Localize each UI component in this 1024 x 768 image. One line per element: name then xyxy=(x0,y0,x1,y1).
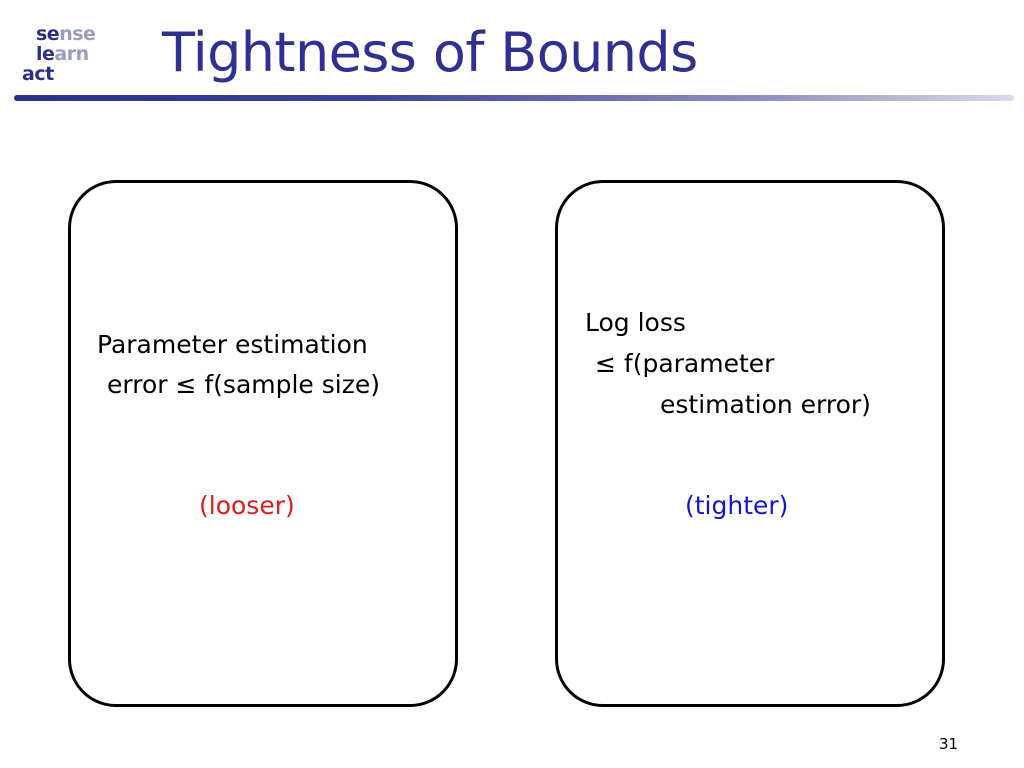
logo-text: arn xyxy=(54,43,89,65)
logo-text: act xyxy=(22,63,54,85)
left-panel xyxy=(68,180,458,707)
logo-text: le xyxy=(36,43,55,65)
right-panel xyxy=(555,180,945,707)
slide-title: Tightness of Bounds xyxy=(162,21,698,84)
right-panel-line-2: ≤ f(parameter xyxy=(595,349,775,378)
right-panel-line-3: estimation error) xyxy=(660,390,871,419)
sense-learn-act-logo: sense learn act xyxy=(22,24,122,90)
logo-row-sense: sense xyxy=(36,23,96,45)
left-panel-line-1: Parameter estimation xyxy=(97,330,368,359)
logo-row-learn: learn xyxy=(36,44,89,64)
right-panel-line-1: Log loss xyxy=(585,308,686,337)
logo-text: se xyxy=(36,23,60,45)
left-panel-line-2: error ≤ f(sample size) xyxy=(107,370,380,399)
page-number: 31 xyxy=(939,735,959,753)
title-underline xyxy=(14,95,1014,101)
logo-row-act: act xyxy=(22,64,54,84)
logo-text: nse xyxy=(59,23,96,45)
looser-label: (looser) xyxy=(199,491,295,520)
tighter-label: (tighter) xyxy=(685,491,789,520)
